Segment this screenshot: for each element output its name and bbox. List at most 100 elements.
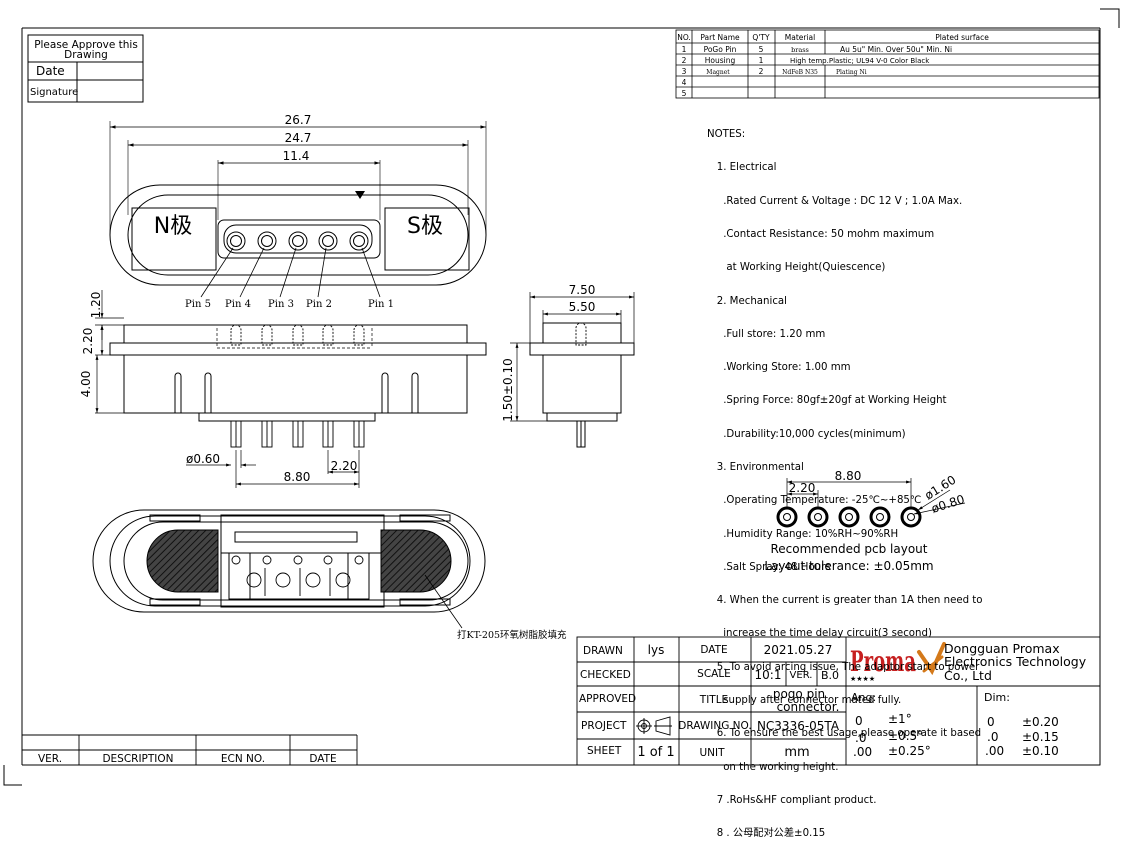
- pin-5-label: Pin 5: [185, 299, 211, 310]
- note-line: .Spring Force: 80gf±20gf at Working Heig…: [707, 395, 947, 407]
- title-value-line2: connector.: [777, 700, 840, 714]
- note-line: 1. Electrical: [707, 162, 777, 174]
- checked-label: CHECKED: [580, 669, 631, 681]
- top-view-labels: 26.7 24.7 11.4 N极 S极 Pin 5 Pin 4 Pin 3 P…: [154, 113, 443, 310]
- drawing-no-label: DRAWING NO.: [678, 720, 751, 732]
- bom-cell: NdFeB N35: [782, 69, 818, 76]
- revision-table: [22, 734, 358, 765]
- bom-cell: Plating Ni: [836, 69, 867, 76]
- pcb-dim-8-80: 8.80: [835, 469, 862, 483]
- approval-title-1: Please Approve this: [34, 39, 138, 51]
- dim-label: Dim:: [984, 691, 1010, 704]
- approval-box: Please Approve this Drawing Date Signatu…: [27, 34, 144, 103]
- note-line: .Humidity Range: 10%RH~90%RH: [707, 528, 899, 540]
- promax-logo: Proma ★★★★: [850, 642, 946, 683]
- svg-text:★★★★: ★★★★: [850, 675, 875, 683]
- ver-value: B.0: [821, 669, 839, 682]
- approval-title-2: Drawing: [64, 49, 108, 61]
- dim-row-2-val: ±0.15: [1022, 730, 1059, 744]
- dim-row-3-key: .00: [985, 744, 1004, 758]
- note-line: supply after connector mated fully.: [707, 694, 902, 706]
- note-line: .Rated Current & Voltage : DC 12 V ; 1.0…: [707, 195, 963, 207]
- sheet-value: 1 of 1: [637, 745, 674, 760]
- bom-cell: brass: [791, 46, 809, 54]
- dim-row-3-val: ±0.10: [1022, 744, 1059, 758]
- dim-1-20: 1.20: [89, 292, 103, 319]
- bom-cell: 2: [759, 67, 764, 76]
- revision-headers: VER. DESCRIPTION ECN NO. DATE: [38, 753, 337, 765]
- ang-row-3-key: .00: [853, 745, 872, 759]
- scale-value: 10:1: [755, 668, 782, 682]
- logo-wordmark: Proma: [850, 645, 916, 678]
- project-label: PROJECT: [581, 720, 627, 732]
- dim-11-4: 11.4: [283, 149, 310, 163]
- company-line-2: Electronics Technology: [944, 654, 1087, 669]
- approval-date-label: Date: [36, 64, 65, 78]
- pin-4-label: Pin 4: [225, 299, 251, 310]
- sheet-label: SHEET: [587, 745, 622, 757]
- engineering-drawing: Please Approve this Drawing Date Signatu…: [3, 8, 1120, 786]
- ang-row-2-key: .0: [855, 731, 866, 745]
- bom-header-material: Material: [785, 33, 815, 42]
- note-line: 7 .RoHs&HF compliant product.: [707, 794, 877, 806]
- rev-header-date: DATE: [309, 753, 336, 765]
- title-value-line1: pogo pin: [773, 687, 825, 701]
- bom-header-part: Part Name: [700, 33, 740, 42]
- bom-cell: High temp.Plastic; UL94 V-0 Color Black: [790, 57, 930, 65]
- bom-cell: Magnet: [706, 69, 730, 76]
- dim-pitch-2-20: 2.20: [331, 459, 358, 473]
- drawn-label: DRAWN: [583, 645, 623, 657]
- bom-cell: Housing: [705, 56, 736, 65]
- bom-header-no: NO.: [677, 33, 691, 42]
- top-view: [109, 121, 487, 298]
- note-line: .Durability:10,000 cycles(minimum): [707, 428, 906, 440]
- ang-row-1-key: 0: [855, 714, 863, 728]
- title-label: TITLE: [699, 694, 728, 706]
- notes-block: NOTES: 1. Electrical .Rated Current & Vo…: [707, 107, 983, 850]
- dim-2-20-vertical: 2.20: [81, 328, 95, 355]
- drawn-value: lys: [648, 643, 665, 657]
- unit-value: mm: [784, 745, 809, 760]
- note-line: at Working Height(Quiescence): [707, 262, 886, 274]
- approval-signature-label: Signature: [30, 87, 78, 98]
- dim-4-00: 4.00: [79, 371, 93, 398]
- projection-symbol-icon: [636, 716, 672, 736]
- front-view-labels: 1.20 2.20 4.00 ø0.60 2.20 8.80: [79, 292, 357, 484]
- ang-label: Ang:: [851, 691, 876, 704]
- dim-pin-diameter: ø0.60: [186, 452, 220, 466]
- company-line-3: Co., Ltd: [944, 668, 992, 683]
- bom-header-plated: Plated surface: [935, 33, 989, 42]
- pin-2-label: Pin 2: [306, 299, 332, 310]
- sheet-corner-marks: [3, 8, 1120, 786]
- bom-cell: 1: [759, 56, 764, 65]
- side-view-labels: 7.50 5.50 1.50±0.10: [501, 283, 595, 422]
- note-line: 4. When the current is greater than 1A t…: [707, 595, 983, 607]
- bom-cell: 5: [682, 89, 687, 98]
- pcb-caption: Recommended pcb layout: [770, 542, 927, 556]
- bottom-view: [92, 509, 486, 629]
- note-line: .Operating Temperature: -25℃~+85℃: [707, 495, 922, 507]
- rev-header-ecn: ECN NO.: [221, 753, 265, 765]
- side-view: [510, 292, 635, 448]
- scale-label: SCALE: [697, 668, 731, 680]
- bom-cell: 1: [682, 45, 687, 54]
- pin-1-label: Pin 1: [368, 299, 394, 310]
- epoxy-fill-annotation: 打KT-205环氧树脂胶填充: [457, 629, 567, 641]
- pcb-layout-labels: 8.80 2.20 ø1.60 ø0.80 Recommended pcb la…: [764, 469, 966, 573]
- dim-24-7: 24.7: [285, 131, 312, 145]
- bom-cell: PoGo Pin: [704, 45, 737, 54]
- dim-26-7: 26.7: [285, 113, 312, 127]
- s-pole-label: S极: [407, 214, 443, 239]
- bom-cell: 5: [759, 45, 764, 54]
- note-line: 5. To avoid arcing issue, The adaptor st…: [707, 661, 980, 673]
- note-line: .Salt Spray: 48 Hours: [707, 561, 831, 573]
- rev-header-ver: VER.: [38, 753, 62, 765]
- unit-label: UNIT: [699, 747, 725, 759]
- company-line-1: Dongguan Promax: [944, 641, 1060, 656]
- bom-cell: 4: [682, 78, 687, 87]
- title-block: [576, 636, 1101, 766]
- ang-row-3-val: ±0.25°: [888, 744, 931, 758]
- bom-text: NO. Part Name Q'TY Material Plated surfa…: [677, 33, 989, 98]
- n-pole-label: N极: [154, 214, 192, 239]
- note-line: .Contact Resistance: 50 mohm maximum: [707, 229, 935, 241]
